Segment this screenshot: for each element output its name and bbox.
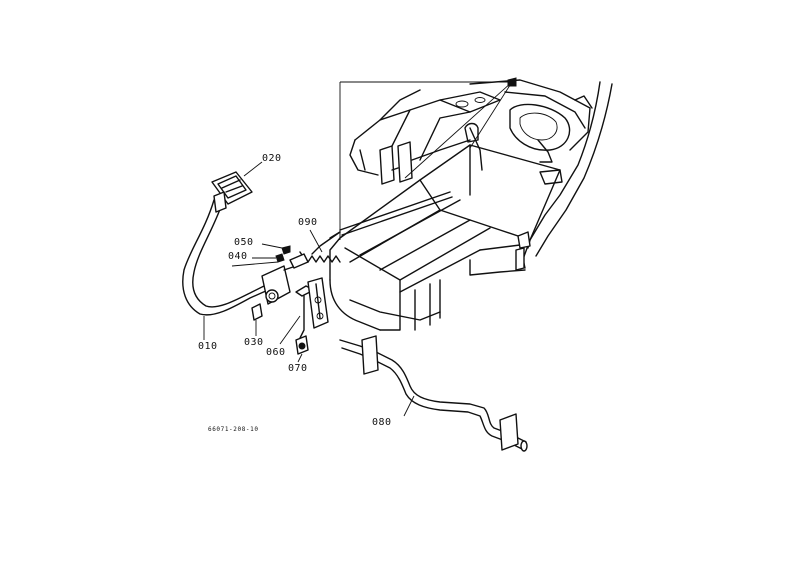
label-090: 090	[298, 217, 318, 228]
pivot-bracket	[251, 243, 297, 336]
fuel-tank-body	[329, 144, 561, 331]
label-020: 020	[262, 153, 282, 164]
pedal-assembly	[182, 161, 269, 340]
label-080: 080	[372, 417, 392, 428]
label-010: 010	[198, 341, 218, 352]
lever-bracket-060	[279, 277, 329, 363]
label-070: 070	[288, 363, 308, 374]
linkage-rod-080	[339, 335, 528, 452]
label-030: 030	[244, 337, 264, 348]
chassis-frame	[339, 77, 613, 263]
cable-fitting	[231, 231, 341, 269]
label-050: 050	[234, 237, 254, 248]
reference-code: 66071-208-10	[208, 426, 259, 433]
label-060: 060	[266, 347, 286, 358]
label-040: 040	[228, 251, 248, 262]
